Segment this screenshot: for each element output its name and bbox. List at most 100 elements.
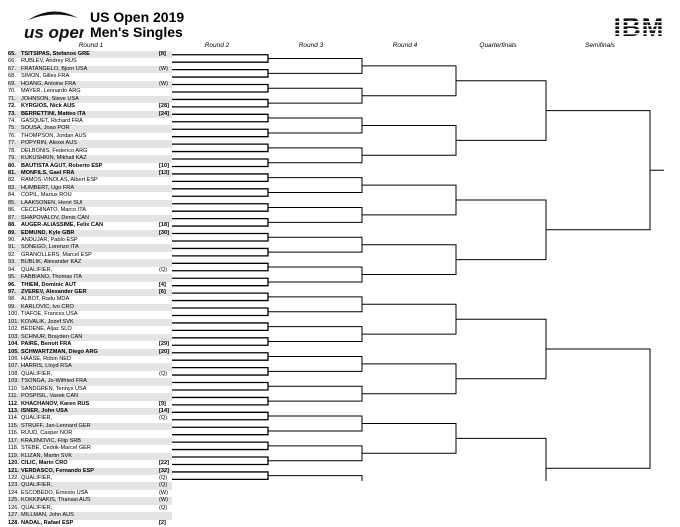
player-name: ANDUJAR, Pablo ESP — [21, 236, 78, 243]
page-subtitle: Men's Singles — [90, 24, 183, 40]
bracket-match-line — [172, 262, 269, 272]
draw-row: 107.HARRIS, Lloyd RSA — [8, 363, 172, 371]
draw-position: 100. — [8, 311, 19, 318]
bracket-match-line — [172, 83, 269, 93]
draw-row: 79.KUKUSHKIN, Mikhail KAZ — [8, 155, 172, 163]
draw-row: 91.SONEGO, Lorenzo ITA — [8, 244, 172, 252]
player-name: SCHWARTZMAN, Diego ARG — [21, 348, 98, 355]
bracket-match-line — [172, 307, 269, 317]
bracket-match-line — [172, 441, 269, 451]
draw-row: 123.QUALIFIER,(Q) — [8, 482, 172, 490]
draw-row: 96.THIEM, Dominic AUT[4] — [8, 282, 172, 289]
draw-position: 115. — [8, 422, 19, 429]
bracket-match-line — [268, 326, 363, 343]
draw-row: 111.POSPISIL, Vasek CAN — [8, 393, 172, 401]
player-name: SHAPOVALOV, Denis CAN — [21, 214, 90, 221]
seed-tag: [10] — [159, 162, 169, 169]
draw-position: 102. — [8, 326, 19, 333]
draw-position: 92. — [8, 251, 16, 258]
player-name: RUUD, Casper NOR — [21, 430, 73, 437]
seed-tag: [2] — [159, 519, 166, 526]
draw-position: 76. — [8, 132, 16, 139]
bracket-match-line — [268, 415, 363, 432]
draw-row: 122.QUALIFIER,(Q) — [8, 475, 172, 482]
draw-position: 80. — [8, 162, 16, 169]
draw-row: 112.KHACHANOV, Karen RUS[9] — [8, 401, 172, 408]
player-name: ALBOT, Radu MDA — [21, 296, 70, 303]
seed-tag: [6] — [159, 289, 166, 295]
draw-position: 71. — [8, 95, 16, 102]
bracket-match-line — [268, 385, 363, 402]
player-name: KYRGIOS, Nick AUS — [21, 103, 75, 110]
player-name: HAASE, Robin NED — [21, 355, 72, 362]
ibm-logo: IBM — [608, 12, 670, 42]
player-name: JOHNSON, Steve USA — [21, 95, 79, 102]
bracket-lines — [172, 54, 664, 481]
seed-tag: [14] — [159, 408, 169, 414]
draw-position: 126. — [8, 504, 19, 511]
player-name: CILIC, Marin CRO — [21, 460, 68, 467]
bracket-match-line — [172, 128, 269, 138]
player-name: POSPISIL, Vasek CAN — [21, 393, 79, 400]
player-name: RAMOS-VINOLAS, Albert ESP — [21, 177, 98, 184]
draw-position: 82. — [8, 177, 16, 184]
bracket-match-line — [172, 322, 269, 332]
bracket-match-line — [172, 366, 269, 376]
player-name: KHACHANOV, Karen RUS — [21, 400, 90, 407]
draw-row: 74.GASQUET, Richard FRA — [8, 118, 172, 125]
seed-tag: (Q) — [159, 504, 168, 511]
bracket-match-line — [546, 110, 651, 231]
draw-position: 117. — [8, 437, 19, 444]
bracket-match-line — [172, 158, 269, 168]
player-name: FRATANGELO, Bjorn USA — [21, 65, 88, 72]
player-name: THOMPSON, Jordan AUS — [21, 132, 87, 139]
draw-position: 66. — [8, 58, 16, 65]
draw-position: 104. — [8, 341, 19, 348]
player-name: MILLMAN, John AUS — [21, 512, 74, 519]
bracket-match-line — [268, 147, 363, 164]
draw-position: 110. — [8, 385, 19, 392]
player-name: QUALIFIER, — [21, 370, 53, 377]
draw-position: 107. — [8, 363, 19, 370]
player-name: GRANOLLERS, Marcel ESP — [21, 251, 92, 258]
bracket-match-line — [268, 206, 363, 223]
draw-position: 123. — [8, 482, 19, 489]
draw-position: 109. — [8, 378, 19, 385]
draw-position: 73. — [8, 110, 16, 117]
seed-tag: (W) — [159, 489, 169, 496]
draw-row: 117.KRAJINOVIC, Filip SRB — [8, 437, 172, 446]
seed-tag: [32] — [159, 467, 169, 474]
draw-position: 98. — [8, 296, 16, 303]
bracket-match-line — [172, 68, 269, 78]
draw-position: 81. — [8, 170, 16, 176]
player-name: FABBIANO, Thomas ITA — [21, 274, 83, 281]
draw-row: 78.DELBONIS, Federico ARG — [8, 148, 172, 155]
draw-position: 85. — [8, 199, 16, 206]
player-name: TIAFOE, Frances USA — [21, 311, 78, 318]
bracket-match-line — [268, 57, 363, 74]
bracket-match-line — [172, 292, 269, 302]
draw-row: 108.QUALIFIER,(Q) — [8, 371, 172, 378]
player-name: BAUTISTA AGUT, Roberto ESP — [21, 162, 103, 169]
seed-tag: [30] — [159, 229, 169, 236]
draw-row: 101.KOVALIK, Jozef SVK — [8, 318, 172, 327]
player-name: COPIL, Marius ROU — [21, 192, 72, 199]
seed-tag: [24] — [159, 110, 169, 117]
draw-position: 88. — [8, 222, 16, 229]
draw-row: 98. ALBOT, Radu MDA — [8, 296, 172, 303]
draw-position: 91. — [8, 244, 16, 251]
round-4-header: Round 4 — [392, 42, 418, 49]
bracket-match-line — [172, 277, 269, 287]
seed-tag: [22] — [159, 460, 169, 467]
draw-row: 80. BAUTISTA AGUT, Roberto ESP [10] — [8, 163, 172, 170]
draw-position: 120. — [8, 460, 19, 467]
bracket-match-line — [172, 396, 269, 406]
round-2-header: Round 2 — [204, 42, 230, 49]
draw-row: 81.MONFILS, Gael FRA[13] — [8, 170, 172, 178]
draw-position: 118. — [8, 445, 19, 452]
draw-row: 97.ZVEREV, Alexander GER[6] — [8, 289, 172, 297]
player-name: AUGER-ALIASSIME, Felix CAN — [21, 222, 104, 229]
draw-row: 68.SIMON, Gilles FRA — [8, 73, 172, 80]
player-name: NADAL, Rafael ESP — [21, 519, 74, 526]
bracket-match-line — [362, 303, 457, 335]
